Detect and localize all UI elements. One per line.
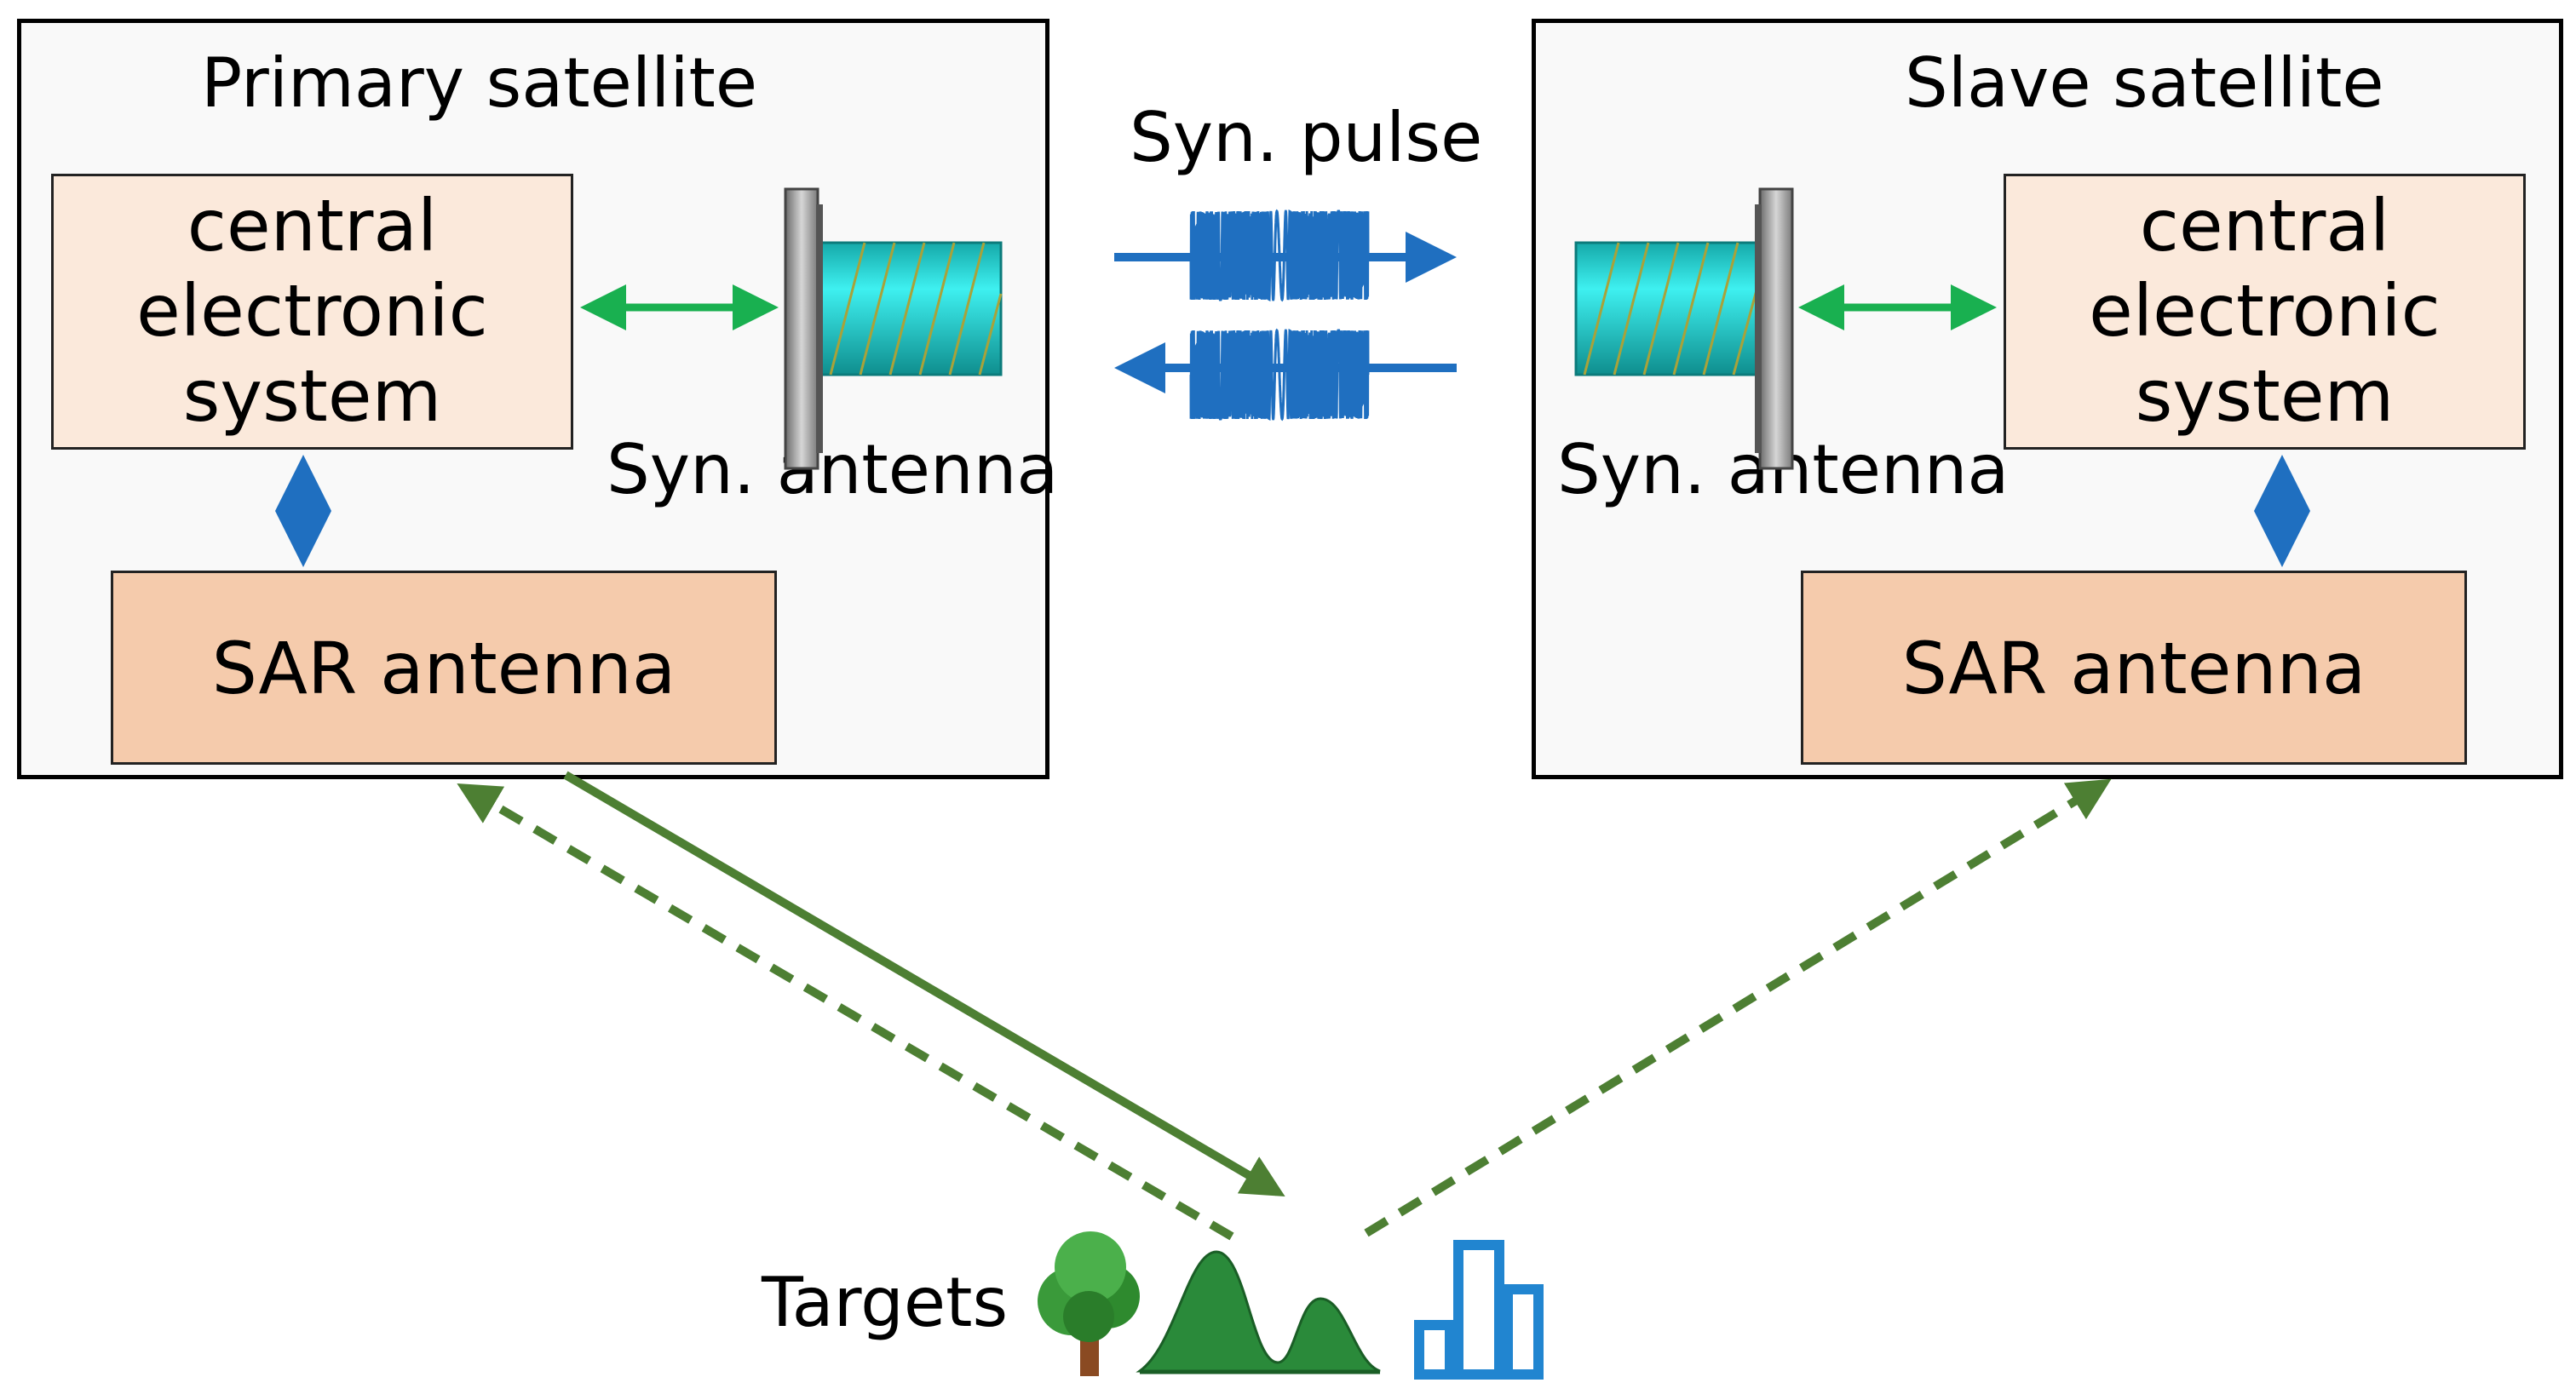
mountain-icon	[1136, 1250, 1381, 1374]
slave-satellite-title: Slave satellite	[1905, 43, 2384, 123]
syn-pulse-waveform-bottom	[1189, 328, 1370, 422]
targets-label: Targets	[762, 1263, 1009, 1342]
sar-antenna-label: SAR antenna	[1901, 627, 2366, 710]
slave-helix-antenna-icon	[1574, 187, 1794, 470]
ce-line-2: electronic	[2089, 269, 2441, 353]
ce-line-1: central	[187, 184, 438, 267]
primary-central-electronic-system: central electronic system	[51, 174, 573, 450]
slave-sar-antenna: SAR antenna	[1801, 571, 2467, 765]
primary-sar-antenna: SAR antenna	[111, 571, 777, 765]
primary-satellite-title: Primary satellite	[201, 43, 758, 123]
primary-helix-antenna-icon	[784, 187, 1003, 470]
primary-tx-link	[563, 771, 1285, 1197]
syn-pulse-label: Syn. pulse	[1130, 98, 1483, 177]
slave-central-electronic-system: central electronic system	[2004, 174, 2526, 450]
primary-syn-antenna-label: Syn. antenna	[607, 430, 1059, 509]
ce-line-3: system	[2135, 354, 2395, 438]
ce-line-2: electronic	[136, 269, 488, 353]
ce-line-1: central	[2139, 184, 2390, 267]
building-icon	[1414, 1240, 1544, 1380]
ce-line-3: system	[182, 354, 442, 438]
primary-rx-link	[457, 783, 1234, 1241]
syn-pulse-waveform-top	[1189, 209, 1370, 302]
tree-icon	[1038, 1231, 1140, 1376]
sar-antenna-label: SAR antenna	[211, 627, 676, 710]
slave-rx-link	[1364, 778, 2112, 1237]
